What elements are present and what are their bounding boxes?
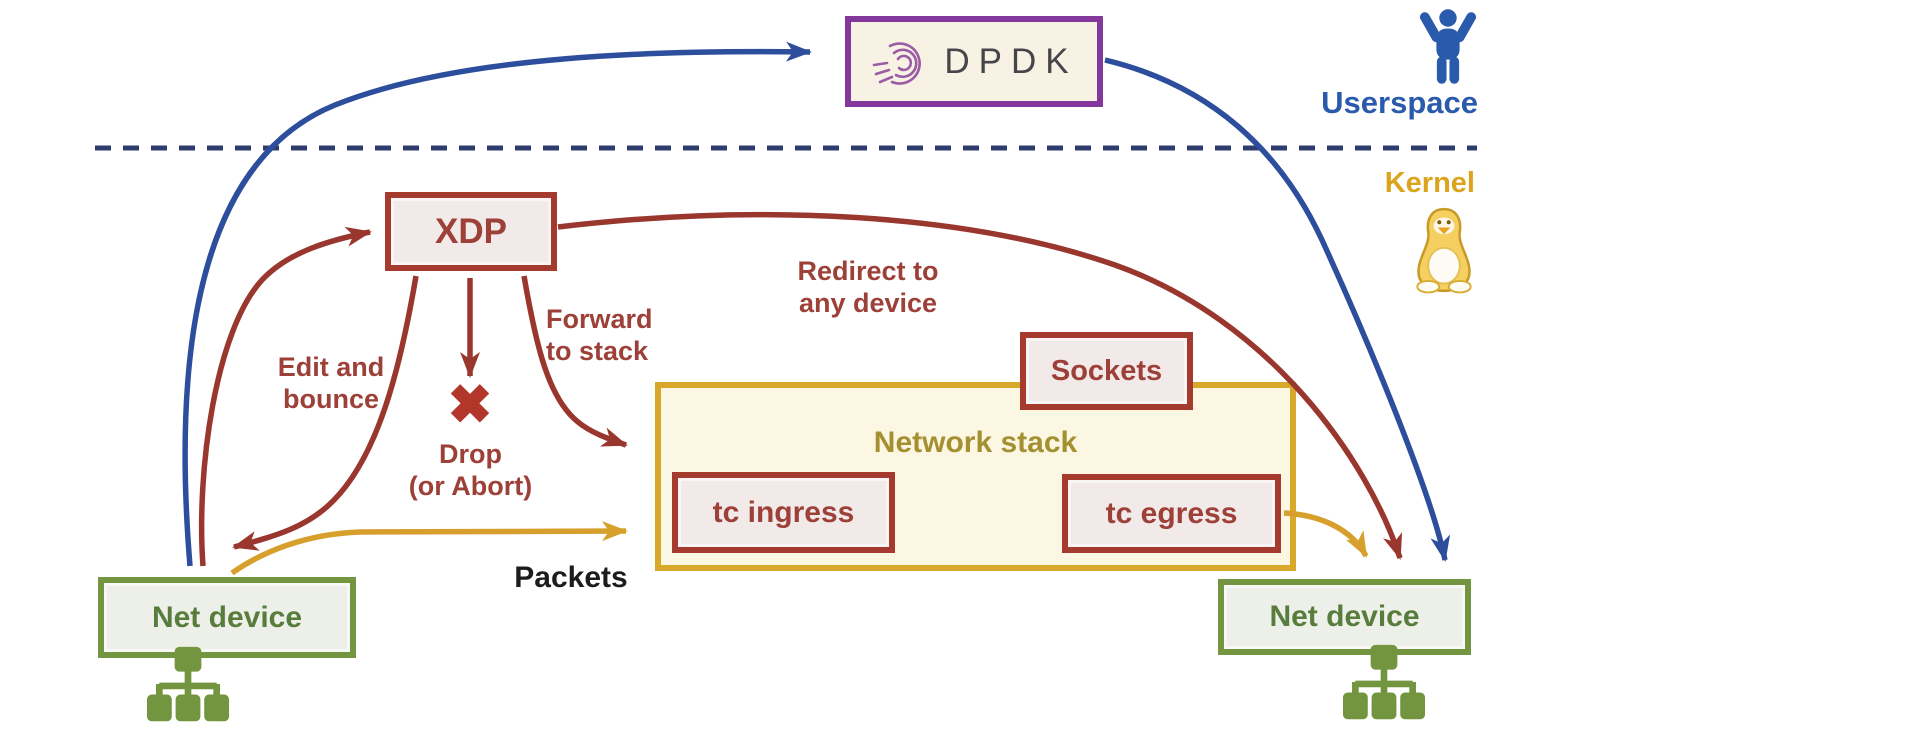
net-device-right-label: Net device: [1269, 600, 1420, 633]
kernel-label: Kernel: [1384, 167, 1475, 199]
userspace-label: Userspace: [1321, 85, 1478, 120]
tc-egress-label: tc egress: [1105, 496, 1238, 530]
arrow-tc-egress-to-netdev: [1283, 510, 1369, 558]
net-device-left-box: Net device: [98, 577, 356, 658]
sockets-box: Sockets: [1020, 332, 1193, 410]
person-arms-raised-icon: [1419, 9, 1477, 84]
redirect-to-any-device-label: Redirect to any device: [797, 256, 939, 319]
net-device-right-box: Net device: [1218, 579, 1471, 655]
dpdk-label: DPDK: [944, 41, 1078, 81]
edit-and-bounce-label: Edit and bounce: [277, 352, 385, 415]
tux-penguin-icon: [1416, 207, 1472, 294]
forward-to-stack-label: Forward to stack: [546, 304, 653, 367]
net-device-left-label: Net device: [151, 600, 303, 634]
tc-egress-box: tc egress: [1062, 474, 1281, 553]
tc-ingress-label: tc ingress: [712, 495, 855, 529]
dpdk-box: DPDK: [845, 16, 1103, 107]
x-mark-icon: ✖: [447, 375, 493, 435]
xdp-label: XDP: [435, 211, 507, 251]
xdp-box: XDP: [385, 192, 557, 271]
network-hierarchy-icon: [146, 646, 230, 722]
packets-label: Packets: [514, 561, 628, 594]
sockets-label: Sockets: [1050, 354, 1163, 387]
tc-ingress-box: tc ingress: [672, 472, 895, 553]
network-hierarchy-icon: [1342, 644, 1426, 720]
network-stack-label: Network stack: [873, 426, 1078, 459]
dpdk-arcs-logo-icon: [873, 41, 922, 85]
drop-or-abort-label: Drop (or Abort): [408, 439, 533, 502]
